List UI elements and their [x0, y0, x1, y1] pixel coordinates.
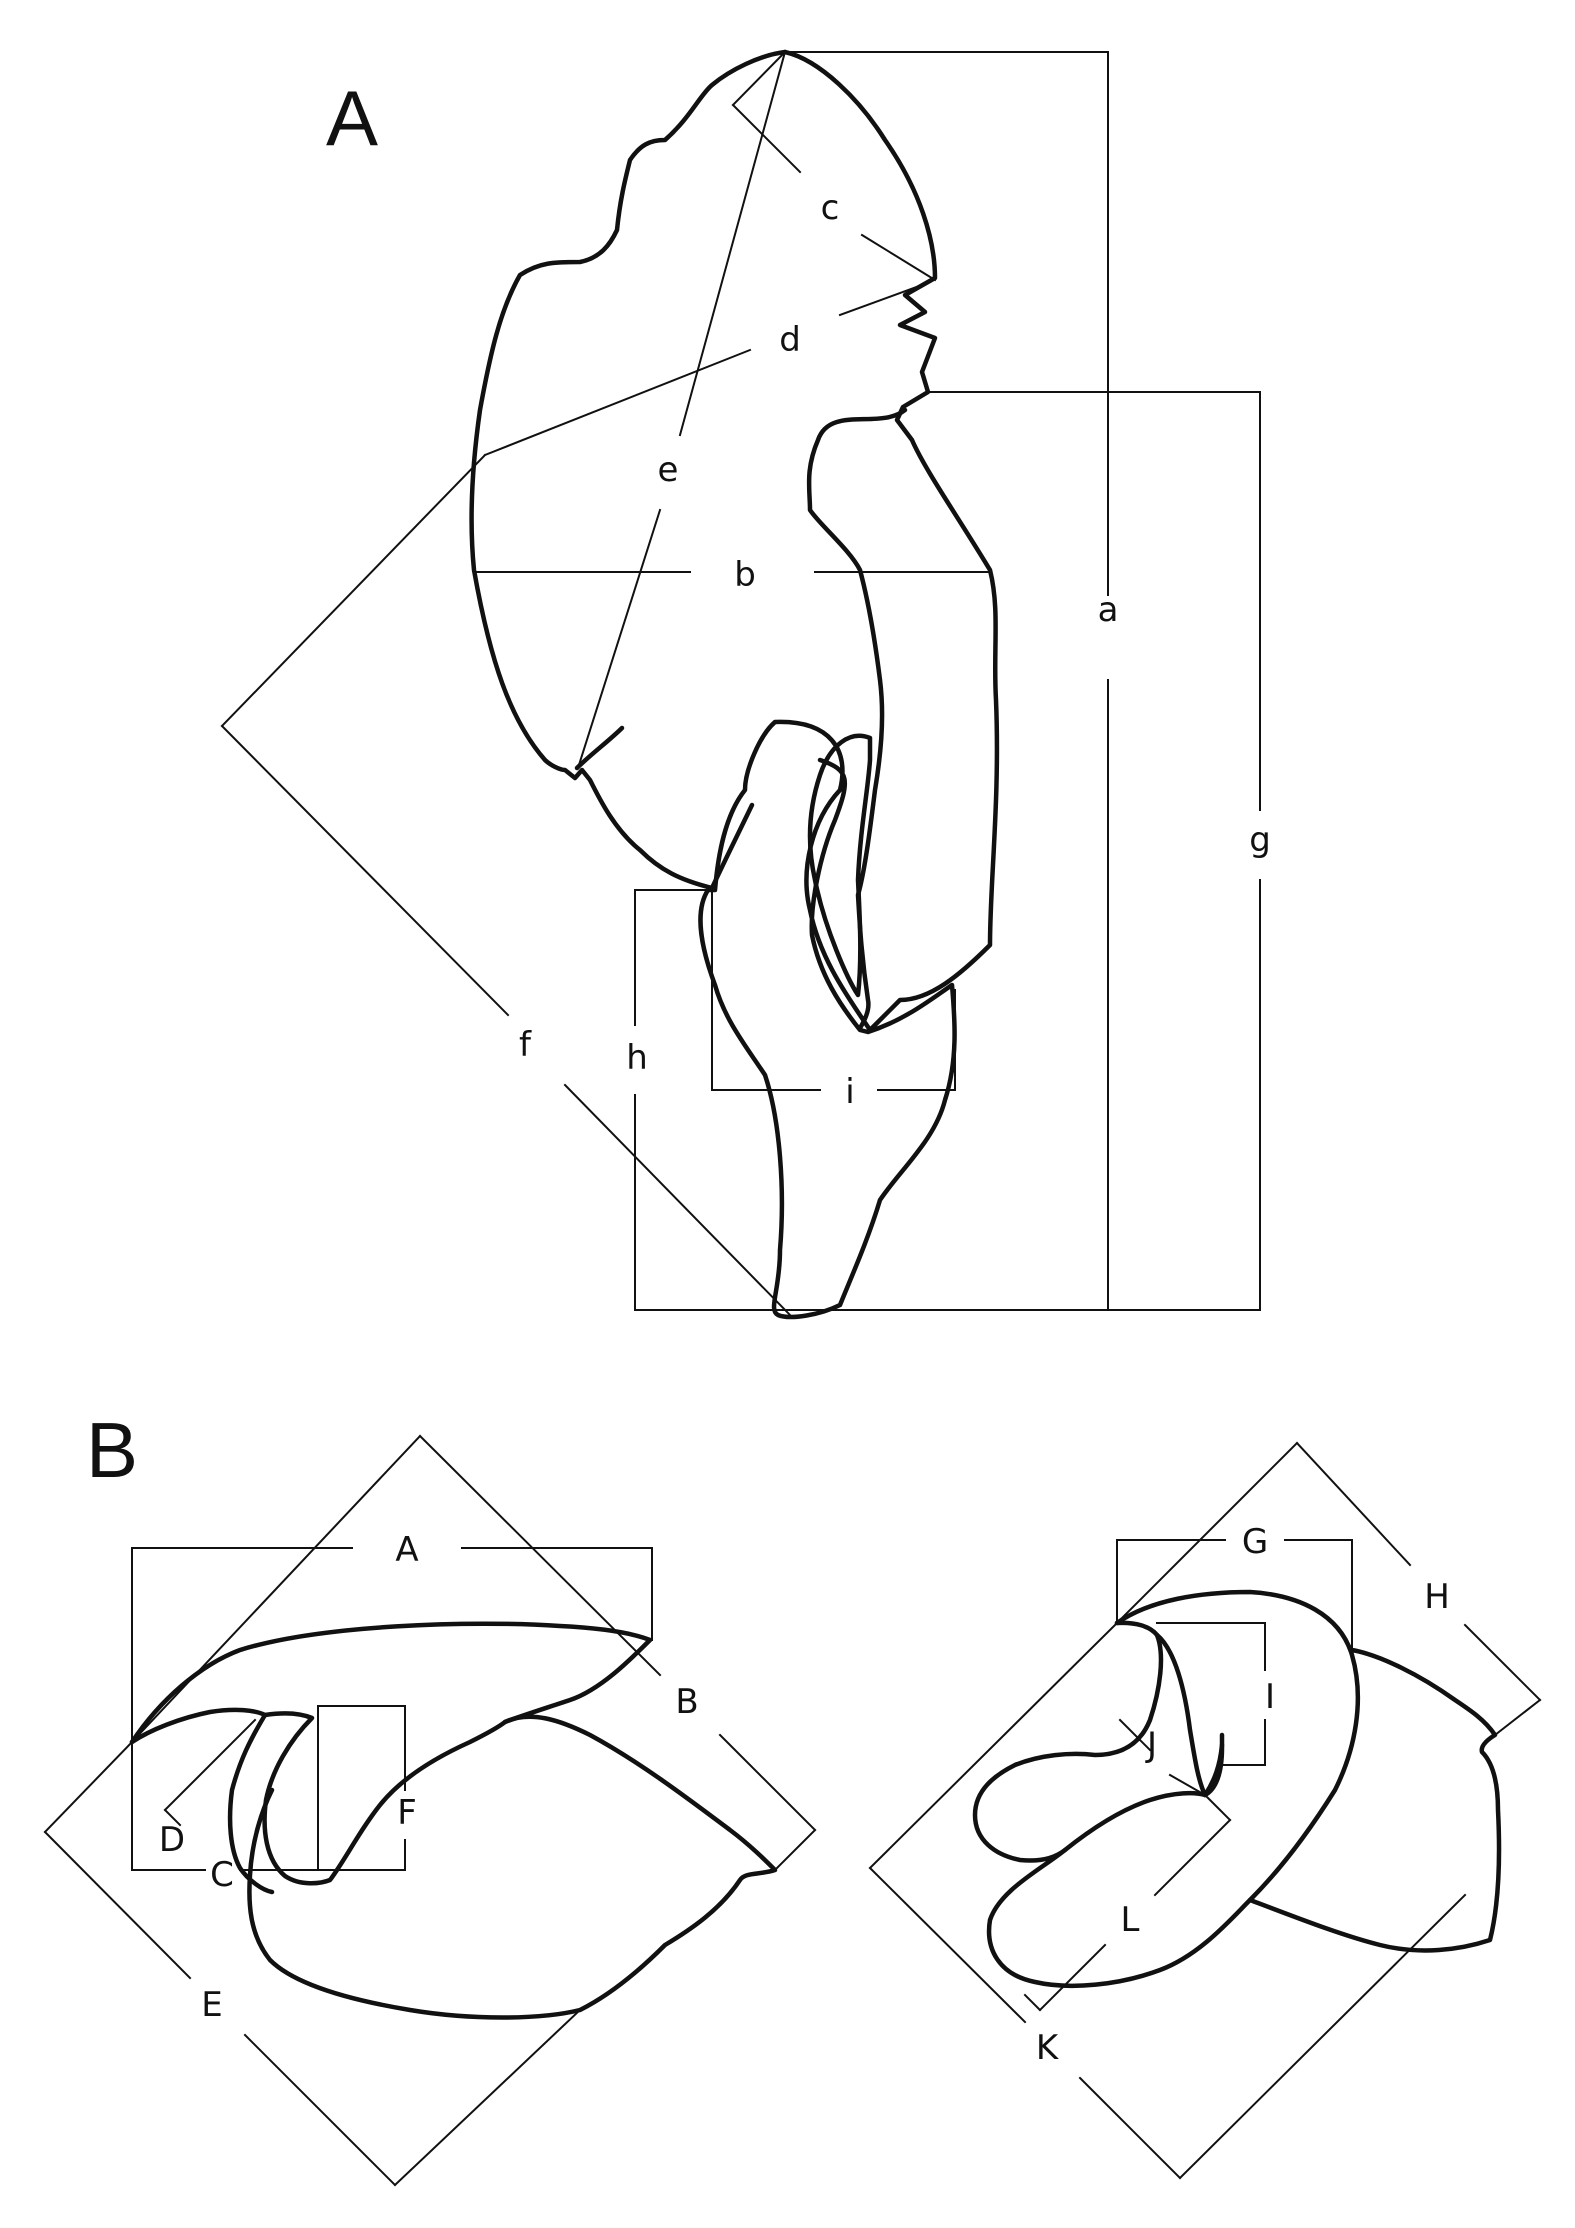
panel-b: B A B E C D [43, 1406, 1542, 2187]
panel-b-left-upper-outline [129, 1621, 653, 1745]
dim-B-J-tick [1118, 1718, 1152, 1752]
dim-B-B-line-1 [130, 1434, 422, 1744]
label-B-E: E [201, 1985, 222, 2025]
dim-B-E-line-1 [43, 1740, 134, 1834]
dim-B-K-line-2 [868, 1866, 1027, 2024]
label-B-K: K [1036, 2028, 1060, 2068]
panel-b-right-finger [1062, 1742, 1225, 1853]
dim-B-H-line-3 [1463, 1623, 1542, 1702]
dim-B-L-line-lower [1038, 1943, 1107, 2012]
label-B-H: H [1424, 1577, 1450, 1617]
panel-a-notch [574, 725, 625, 771]
panel-b-right-stripe [1154, 1632, 1208, 1798]
label-B-L: L [1121, 1900, 1140, 1940]
dim-B-B-line-2 [418, 1434, 662, 1677]
dim-B-K-line-3 [1078, 2076, 1182, 2180]
dim-B-B-line-3 [718, 1733, 817, 1832]
label-d: d [779, 320, 801, 360]
label-e: e [658, 450, 679, 490]
dim-B-D-tick [163, 1808, 182, 1827]
panel-a-notch-2 [709, 802, 755, 891]
panel-a-specimen-outline [698, 49, 1000, 1320]
dim-c-line-upper [731, 103, 802, 174]
dim-B-H-line-2 [1295, 1441, 1412, 1567]
label-B-I: I [1265, 1677, 1275, 1717]
dim-B-D-line [163, 1718, 257, 1812]
panel-b-right-main-outline [1114, 1589, 1502, 1953]
dim-B-L-line-upper [1153, 1818, 1232, 1897]
dim-B-L-tick-bottom [1023, 1993, 1042, 2012]
label-B-C: C [210, 1855, 234, 1895]
dim-B-K-line-4 [1178, 1893, 1467, 2180]
panel-b-left-inner-hook [262, 1711, 508, 1886]
label-i: i [845, 1072, 854, 1112]
label-B-F: F [397, 1793, 417, 1833]
dim-c-tick [731, 50, 787, 107]
dim-c-line-lower [860, 233, 937, 282]
panel-b-letter: B [86, 1406, 138, 1494]
dim-B-K-line-1 [868, 1621, 1119, 1870]
dim-B-B-tick [773, 1828, 817, 1872]
panel-b-right-tip [1202, 1732, 1225, 1798]
label-B-B: B [675, 1682, 698, 1722]
panel-a: A a g b c d e [220, 49, 1271, 1320]
label-h: h [626, 1038, 648, 1078]
panel-a-inner-lobe-outline [806, 407, 908, 1031]
dim-B-E-line-4 [393, 2008, 582, 2187]
label-B-D: D [159, 1820, 185, 1860]
dim-e-line-upper [678, 50, 787, 437]
dim-f-line-top [220, 453, 487, 728]
panel-a-small-lobe-outline [807, 733, 873, 998]
label-B-G: G [1242, 1522, 1268, 1562]
label-B-J: J [1145, 1725, 1157, 1765]
dim-B-J-line [1168, 1773, 1207, 1797]
dim-e-line-lower [576, 508, 662, 770]
dim-B-E-line-3 [243, 2033, 397, 2187]
dim-B-E-line-2 [43, 1830, 192, 1980]
dim-f-line-bottom [563, 1083, 792, 1317]
dim-B-L-tick-top [1203, 1793, 1232, 1822]
dim-f-line-mid [220, 724, 510, 1017]
dim-d-line-upper [838, 280, 932, 317]
dim-d-line-lower [483, 348, 752, 457]
panel-b-left-hook-outline [129, 1707, 275, 1895]
dim-B-H-line-1 [1115, 1441, 1299, 1625]
panel-b-right-inner-lobe [972, 1620, 1253, 1989]
label-c: c [821, 188, 840, 228]
dim-B-H-tick [1493, 1698, 1542, 1737]
panel-b-left-lower-outline [247, 1714, 778, 2020]
label-f: f [519, 1025, 532, 1065]
label-g: g [1249, 820, 1271, 860]
panel-a-letter: A [326, 74, 378, 162]
label-a: a [1098, 590, 1119, 630]
label-B-A: A [395, 1530, 418, 1570]
panel-a-body-outline [469, 49, 788, 891]
label-b: b [734, 555, 756, 595]
